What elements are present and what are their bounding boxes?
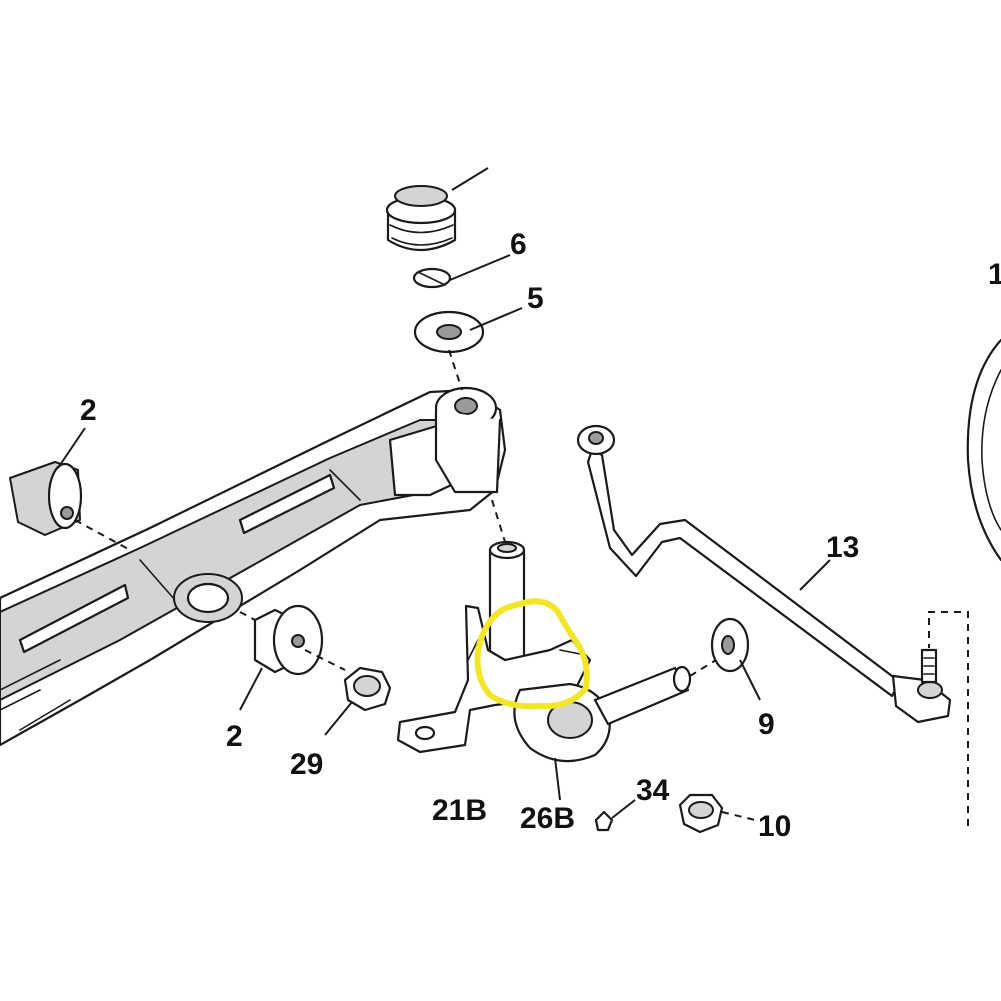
label-29: 29 (290, 748, 323, 781)
label-edge: 1 (988, 258, 1001, 291)
label-5: 5 (527, 282, 544, 315)
part-2-bushing-upper (9, 461, 131, 551)
label-2-upper: 2 (80, 394, 97, 427)
part-29-nut (343, 666, 392, 712)
part-5-washer (413, 310, 485, 354)
part-10-nut (678, 793, 756, 834)
label-34: 34 (636, 774, 670, 807)
leader-lines (57, 167, 831, 819)
label-10: 10 (758, 810, 791, 843)
part-13-tie-rod (576, 424, 952, 724)
front-axle-beam (0, 386, 507, 747)
label-13: 13 (826, 531, 859, 564)
highlight-circle (474, 598, 590, 710)
label-21b: 21B (432, 794, 487, 827)
assembly-line (491, 499, 507, 546)
part-2-bushing-lower (239, 604, 346, 676)
part-9-washer (710, 617, 750, 673)
part-6-bumper (385, 185, 457, 289)
part-34-grease-fitting (594, 810, 614, 832)
wheel-edge (966, 338, 1001, 562)
label-6: 6 (510, 228, 527, 261)
reference-border (928, 611, 969, 830)
label-9: 9 (758, 708, 775, 741)
assembly-line (448, 349, 463, 391)
label-2-lower: 2 (226, 720, 243, 753)
label-26b: 26B (520, 802, 575, 835)
